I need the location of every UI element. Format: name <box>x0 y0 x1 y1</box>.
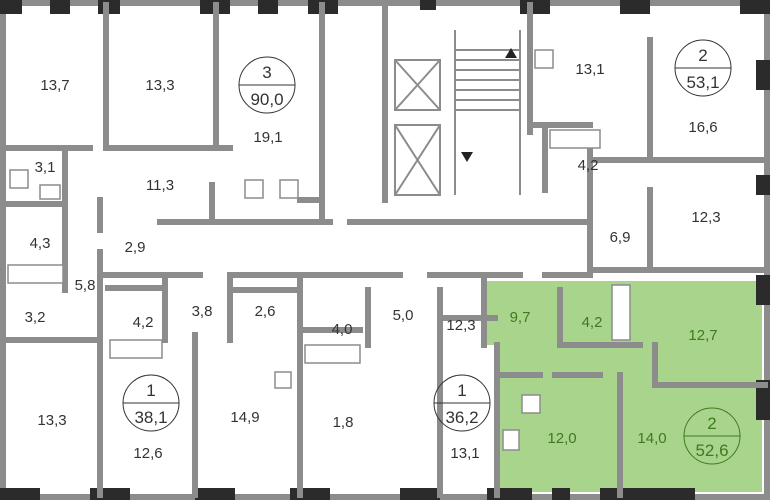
apartment-badge[interactable]: 3 90,0 <box>238 56 296 114</box>
room-area: 12,3 <box>446 317 475 334</box>
apartment-badge-highlighted[interactable]: 2 52,6 <box>683 407 741 465</box>
room-area: 5,0 <box>393 307 414 324</box>
room-area: 5,8 <box>75 277 96 294</box>
room-area: 4,2 <box>582 314 603 331</box>
room-area: 12,6 <box>133 445 162 462</box>
apartment-badge[interactable]: 1 36,2 <box>433 374 491 432</box>
toilet-icon <box>9 169 29 189</box>
apartment-area: 52,6 <box>695 441 728 460</box>
bathtub-icon <box>7 264 64 284</box>
apartment-area: 38,1 <box>134 408 167 427</box>
room-area: 14,9 <box>230 409 259 426</box>
room-area: 13,1 <box>575 61 604 78</box>
stove-icon <box>534 49 554 69</box>
apartment-rooms: 3 <box>262 63 271 82</box>
apartment-rooms: 2 <box>698 46 707 65</box>
room-area: 3,1 <box>35 159 56 176</box>
arrow-down-icon <box>461 152 473 162</box>
room-area: 12,7 <box>688 327 717 344</box>
bathtub-icon <box>304 344 361 364</box>
sink-icon <box>521 394 541 414</box>
sink-icon <box>244 179 264 199</box>
apartment-badge[interactable]: 1 38,1 <box>122 374 180 432</box>
room-area: 6,9 <box>610 229 631 246</box>
apartment-area: 90,0 <box>250 90 283 109</box>
apartment-area: 36,2 <box>445 408 478 427</box>
room-area: 4,2 <box>133 314 154 331</box>
apartment-rooms: 1 <box>457 381 466 400</box>
apartment-area: 53,1 <box>686 73 719 92</box>
bathtub-icon <box>611 284 631 341</box>
apartment-rooms: 1 <box>146 381 155 400</box>
room-area: 19,1 <box>253 129 282 146</box>
room-area: 2,6 <box>255 303 276 320</box>
room-area: 13,3 <box>145 77 174 94</box>
room-area: 13,1 <box>450 445 479 462</box>
room-area: 13,7 <box>40 77 69 94</box>
room-area: 12,0 <box>547 430 576 447</box>
room-area: 16,6 <box>688 119 717 136</box>
bathtub-icon <box>549 129 601 149</box>
fixtures <box>7 48 631 451</box>
room-labels: 13,7 13,3 19,1 3,1 11,3 4,3 2,9 5,8 3,2 … <box>25 61 721 462</box>
room-area: 11,3 <box>146 177 174 194</box>
stove-icon <box>274 371 292 389</box>
apartment-badge[interactable]: 2 53,1 <box>674 39 732 97</box>
room-area: 13,3 <box>37 412 66 429</box>
room-area: 9,7 <box>510 309 531 326</box>
room-area: 2,9 <box>125 239 146 256</box>
room-area: 4,0 <box>332 321 353 338</box>
room-area: 1,8 <box>333 414 354 431</box>
room-area: 4,3 <box>30 235 51 252</box>
sink-icon <box>39 184 61 200</box>
room-area: 12,3 <box>691 209 720 226</box>
room-area: 3,8 <box>192 303 213 320</box>
apartment-rooms: 2 <box>707 414 716 433</box>
room-area: 14,0 <box>637 430 666 447</box>
room-area: 4,2 <box>578 157 599 174</box>
stove-icon <box>502 429 520 451</box>
bathtub-icon <box>109 339 163 359</box>
arrow-up-icon <box>505 48 517 58</box>
room-area: 3,2 <box>25 309 46 326</box>
stove-icon <box>279 179 299 199</box>
